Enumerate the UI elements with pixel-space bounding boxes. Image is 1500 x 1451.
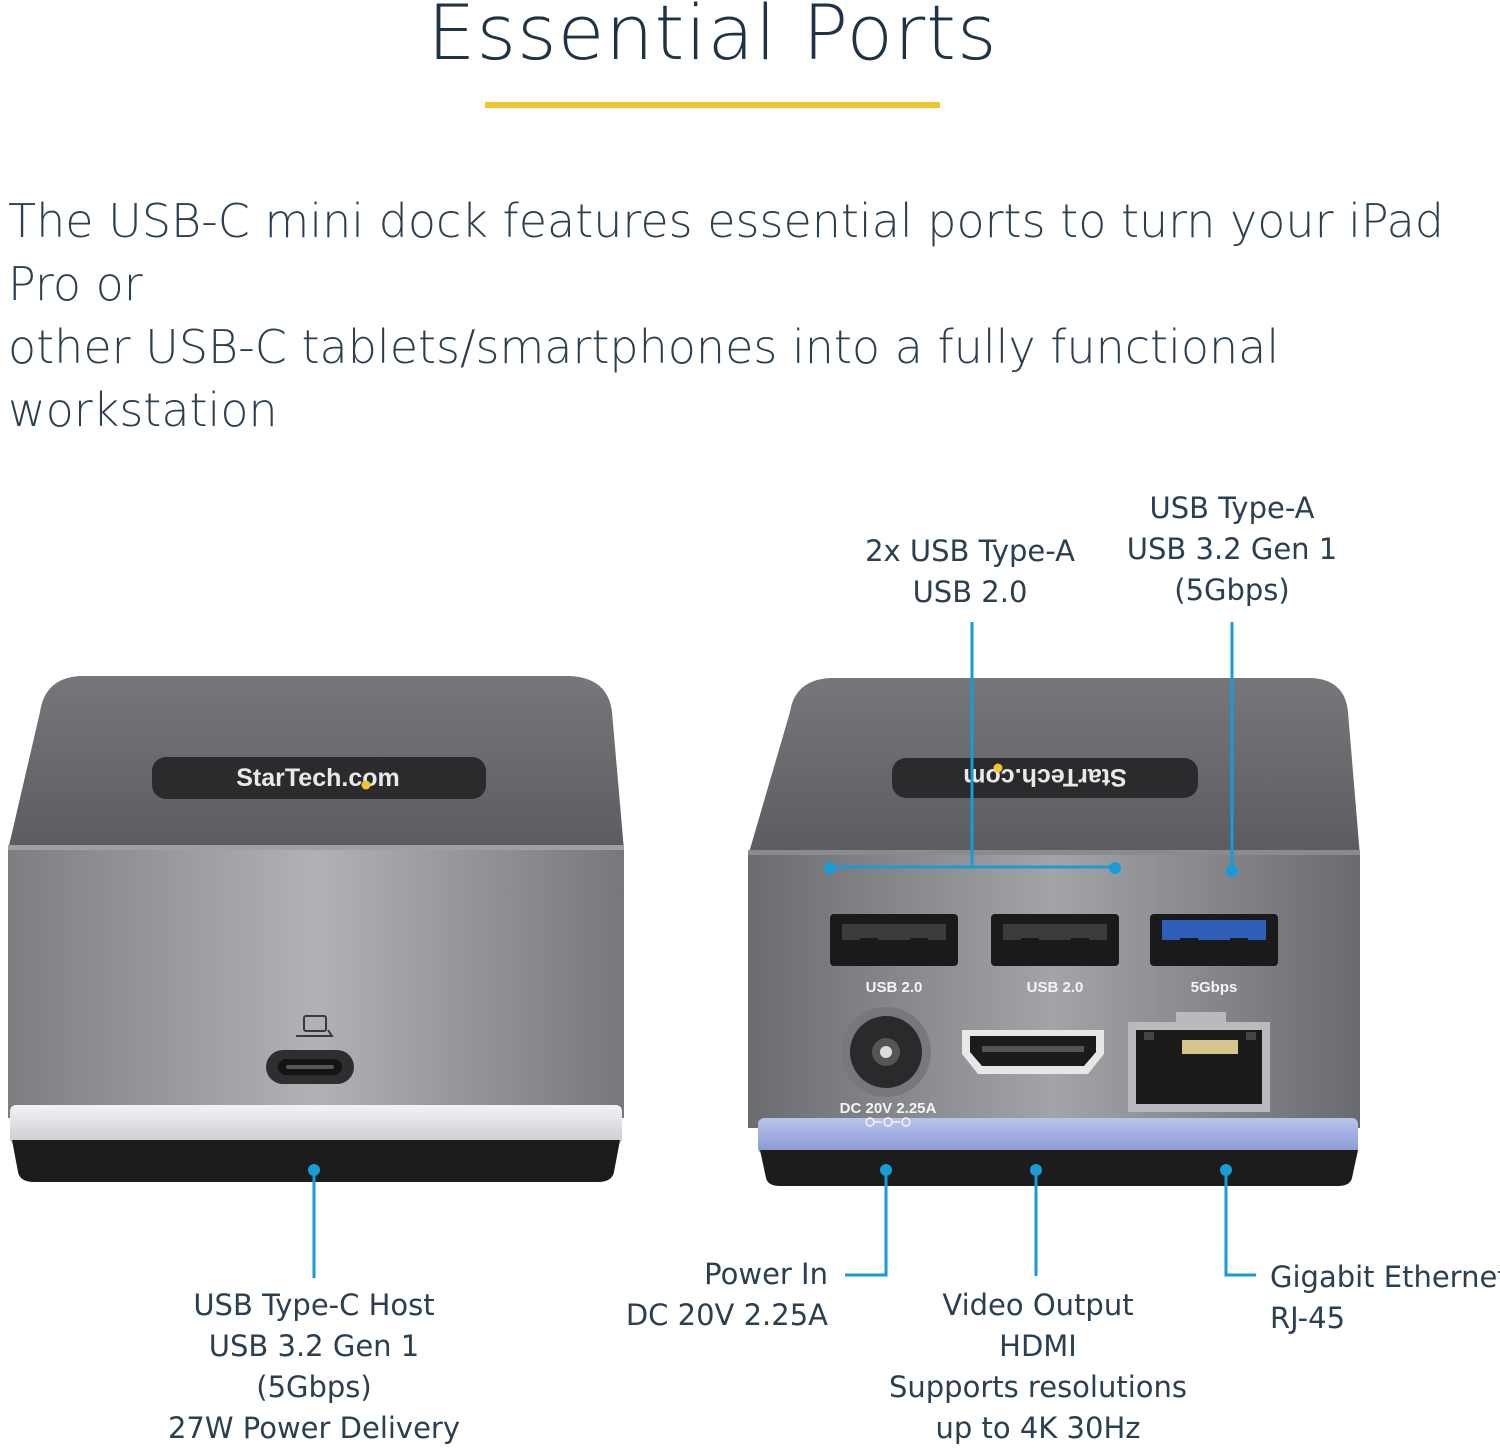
dock-front-view: StarTech.com [8, 676, 624, 1182]
usb2-a-port-label: USB 2.0 [866, 979, 923, 996]
callout-usb-c-host-line2: USB 3.2 Gen 1 [208, 1329, 420, 1363]
callout-ethernet-line1: Gigabit Ethernet [1270, 1260, 1500, 1294]
brand-logo-right: StarTech.com [963, 763, 1126, 791]
callout-video-output-line3: Supports resolutions [888, 1370, 1188, 1404]
usb2-b-port-label: USB 2.0 [1027, 979, 1084, 996]
description-line-2: other USB-C tablets/smartphones into a f… [8, 320, 1280, 437]
description: The USB-C mini dock features essential p… [8, 190, 1488, 442]
description-line-1: The USB-C mini dock features essential p… [8, 194, 1444, 311]
callout-usb-a-2x-line2: USB 2.0 [912, 575, 1028, 609]
logo-plate-rear [892, 758, 1198, 798]
callout-ethernet: Gigabit Ethernet RJ-45 [1270, 1257, 1500, 1339]
callout-usb-c-host-line3: (5Gbps) [256, 1370, 372, 1404]
callout-power-in-line1: Power In [704, 1257, 828, 1291]
callout-usb-a-2x: 2x USB Type-A USB 2.0 [840, 531, 1100, 613]
page-title: Essential Ports [427, 0, 998, 77]
callout-usb-c-host-line1: USB Type-C Host [193, 1288, 435, 1322]
logo-dot-right [993, 763, 1003, 773]
laptop-icon [296, 1015, 334, 1037]
polarity-icon [865, 1117, 911, 1127]
dc-rating-label: DC 20V 2.25A [840, 1100, 937, 1117]
callout-video-output-line2: HDMI [999, 1329, 1077, 1363]
callout-usb-a-2x-line1: 2x USB Type-A [865, 534, 1075, 568]
callout-lines [312, 622, 1256, 1278]
usb-3-port [1150, 914, 1278, 966]
usb3-port-label: 5Gbps [1191, 979, 1238, 996]
callout-video-output-line1: Video Output [942, 1288, 1134, 1322]
callout-ethernet-line2: RJ-45 [1270, 1301, 1346, 1335]
logo-plate [152, 757, 486, 799]
logo-dot-left [361, 780, 371, 790]
callout-video-output: Video Output HDMI Supports resolutions u… [880, 1285, 1196, 1449]
usb-2-port-a [830, 914, 958, 966]
callout-dots [308, 862, 1238, 1176]
usb-2-port-b [991, 914, 1119, 966]
callout-usb-c-host-line4: 27W Power Delivery [167, 1411, 461, 1445]
callout-video-output-line4: up to 4K 30Hz [935, 1411, 1141, 1445]
title-underline [485, 102, 940, 108]
callout-usb-a-32-line2: USB 3.2 Gen 1 [1126, 532, 1338, 566]
callout-usb-a-32-line3: (5Gbps) [1174, 573, 1290, 607]
hdmi-port [962, 1030, 1104, 1074]
dock-rear-view: StarTech.com USB 2.0 USB 2.0 5Gbps [748, 678, 1360, 1186]
callout-usb-a-32: USB Type-A USB 3.2 Gen 1 (5Gbps) [1112, 488, 1352, 611]
ethernet-port [1128, 1012, 1270, 1112]
callout-power-in: Power In DC 20V 2.25A [600, 1254, 828, 1336]
callout-power-in-line2: DC 20V 2.25A [625, 1298, 828, 1332]
brand-logo-left: StarTech.com [236, 764, 399, 792]
callout-usb-a-32-line1: USB Type-A [1149, 491, 1315, 525]
dc-power-jack [841, 1007, 931, 1097]
callout-usb-c-host: USB Type-C Host USB 3.2 Gen 1 (5Gbps) 27… [164, 1285, 464, 1449]
